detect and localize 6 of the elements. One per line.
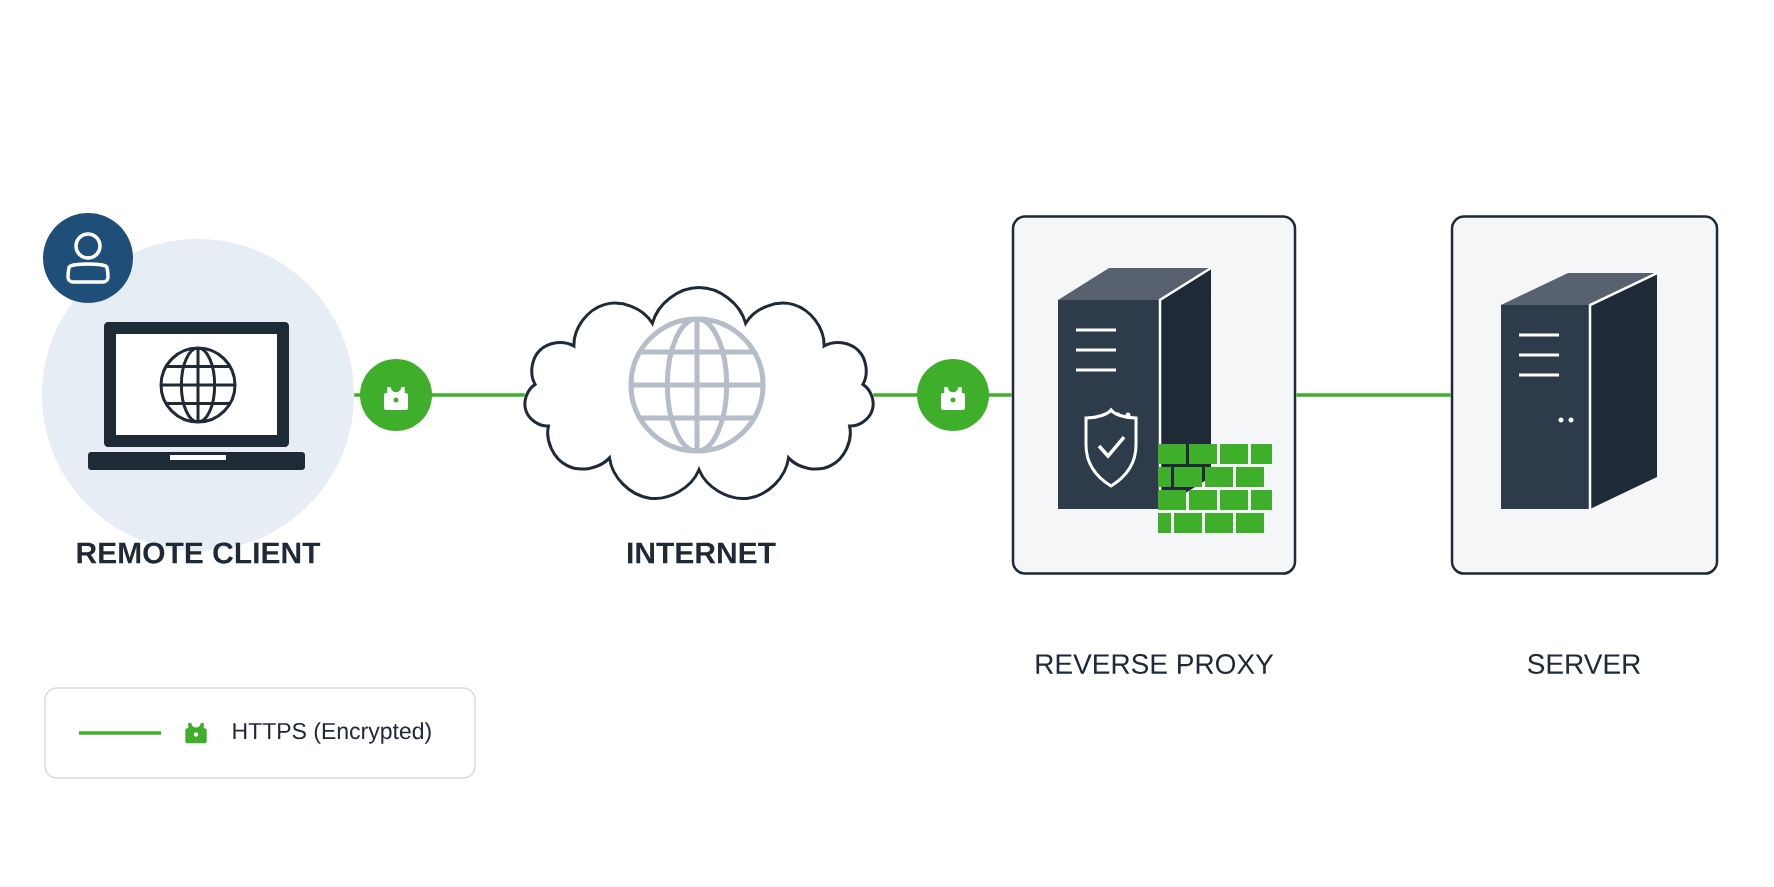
node-label: INTERNET bbox=[628, 542, 776, 564]
legend-label: HTTPS (Encrypted) bbox=[233, 722, 431, 744]
node-label: SERVER bbox=[1527, 654, 1641, 674]
node-label: REVERSE PROXY bbox=[1036, 654, 1274, 674]
node-label: REMOTE CLIENT bbox=[77, 542, 321, 564]
connector-line bbox=[1296, 393, 1451, 397]
